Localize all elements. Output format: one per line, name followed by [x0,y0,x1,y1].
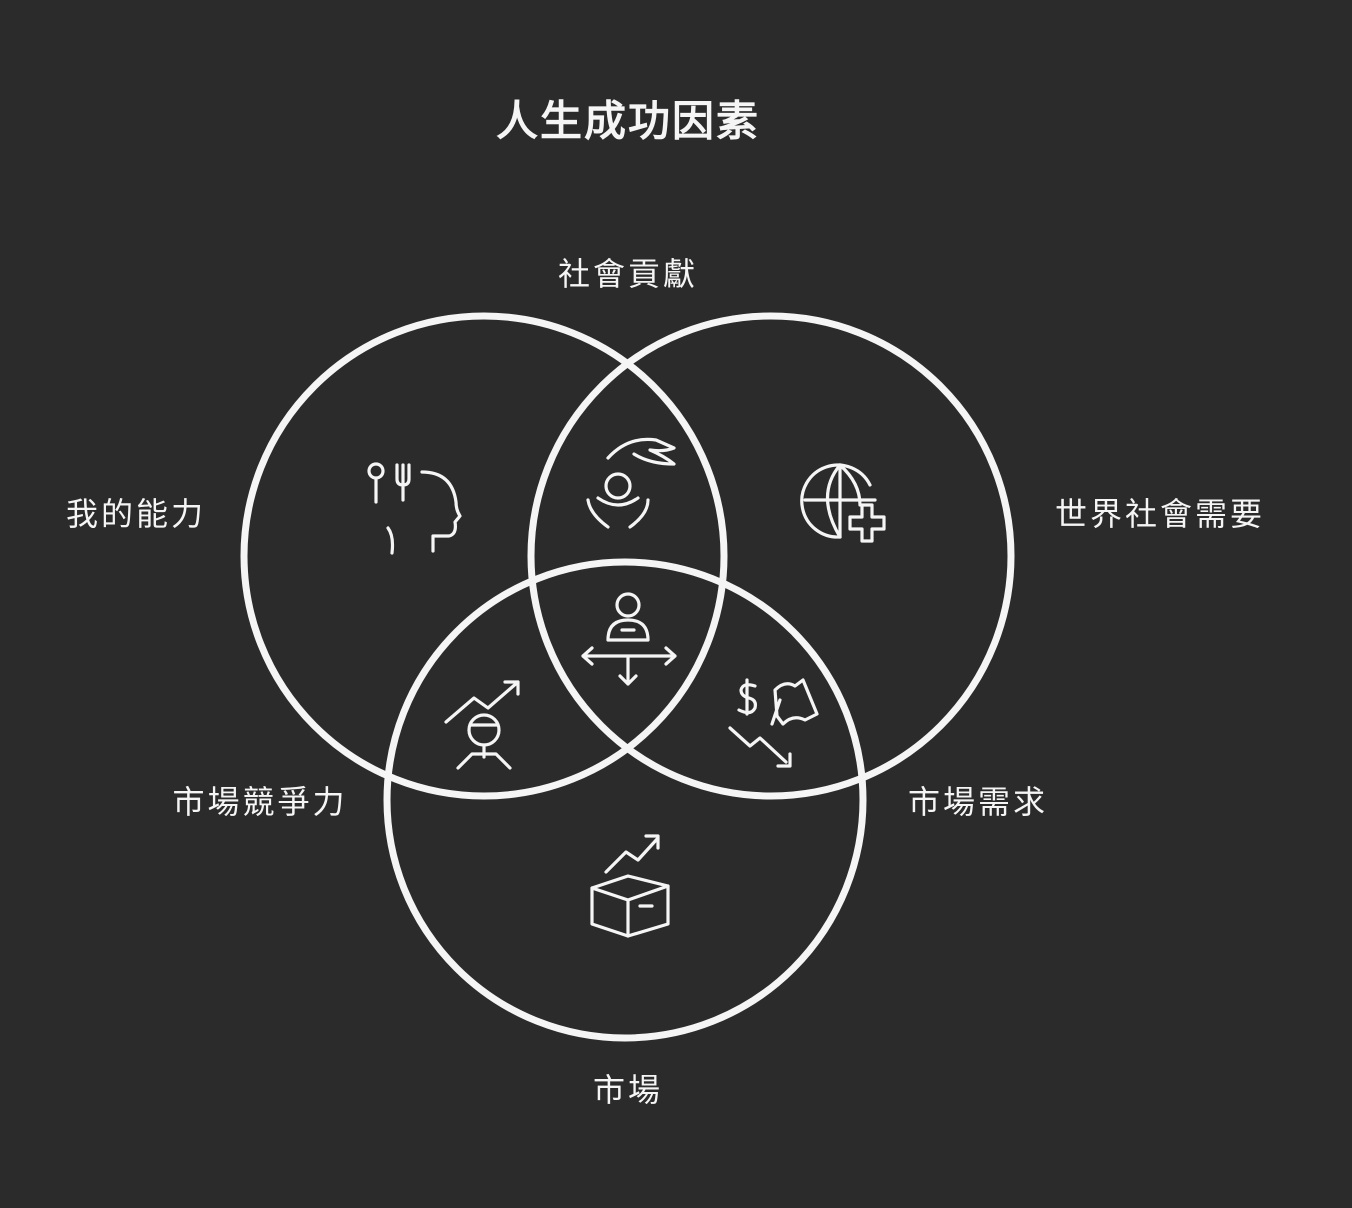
label-market-demand: 市場需求 [907,783,1049,821]
circle-my-ability [240,312,728,800]
label-market: 市場 [592,1071,664,1109]
label-market-competitiveness: 市場競爭力 [172,783,348,821]
person-growth-icon [444,680,520,770]
money-down-flag-icon [728,678,819,768]
label-world-needs: 世界社會需要 [1054,495,1266,533]
label-my-ability: 我的能力 [65,495,207,533]
person-arrows-icon [581,592,677,686]
circle-market [383,558,867,1042]
helping-hand-icon [586,437,676,529]
diagram-title: 人生成功因素 [495,96,761,146]
circle-world-needs [527,312,1015,800]
head-tools-icon [367,462,462,555]
label-social-contribution: 社會貢獻 [557,255,699,293]
globe-plus-icon [800,463,886,543]
box-growth-icon [590,834,670,938]
